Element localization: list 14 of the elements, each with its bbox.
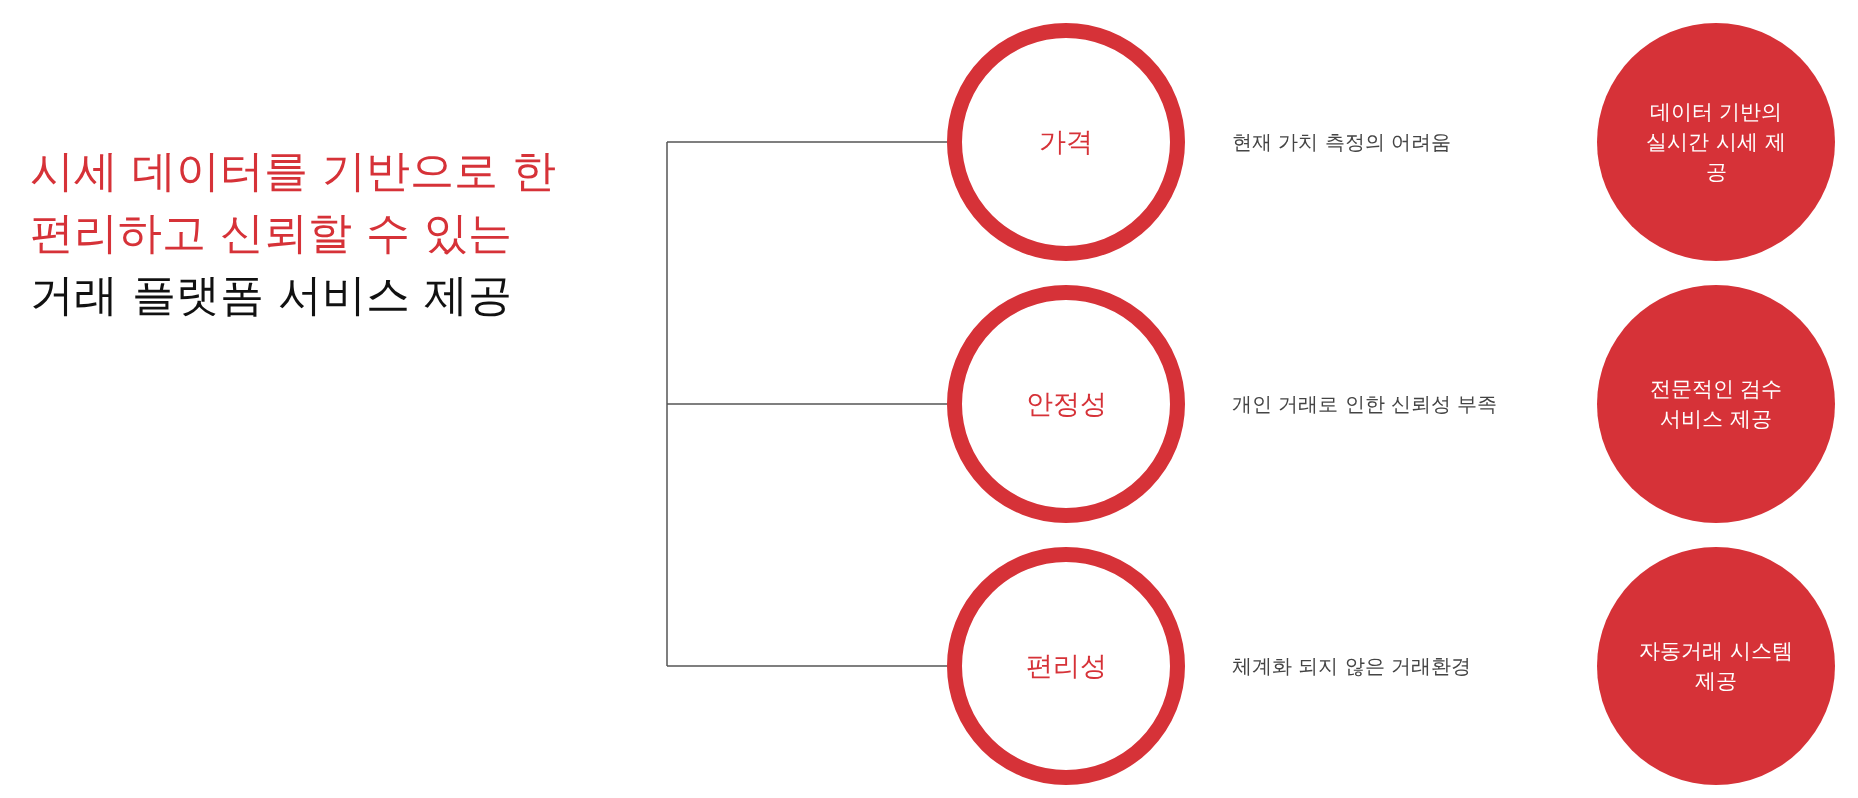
- circle-label: 안정성: [1025, 387, 1107, 421]
- connector-line: [666, 665, 948, 667]
- circle-label: 자동거래 시스템 제공: [1638, 638, 1794, 695]
- connector-line: [666, 141, 948, 143]
- circle-label: 가격: [1039, 125, 1093, 159]
- circle-label: 전문적인 검수 서비스 제공: [1648, 376, 1784, 433]
- heading-text: 거래 플랫폼 서비스 제공: [30, 268, 513, 322]
- description-text: 개인 거래로 인한 신뢰성 부족: [1232, 390, 1498, 418]
- description-text: 체계화 되지 않은 거래환경: [1232, 652, 1472, 680]
- connector-line: [666, 403, 948, 405]
- circle-label: 편리성: [1025, 649, 1107, 683]
- description-text: 현재 가치 측정의 어려움: [1232, 128, 1452, 156]
- circle-label: 데이터 기반의 실시간 시세 제공: [1645, 99, 1787, 186]
- heading-text: 시세 데이터를 기반으로 한 편리하고 신뢰할 수 있는: [30, 144, 557, 260]
